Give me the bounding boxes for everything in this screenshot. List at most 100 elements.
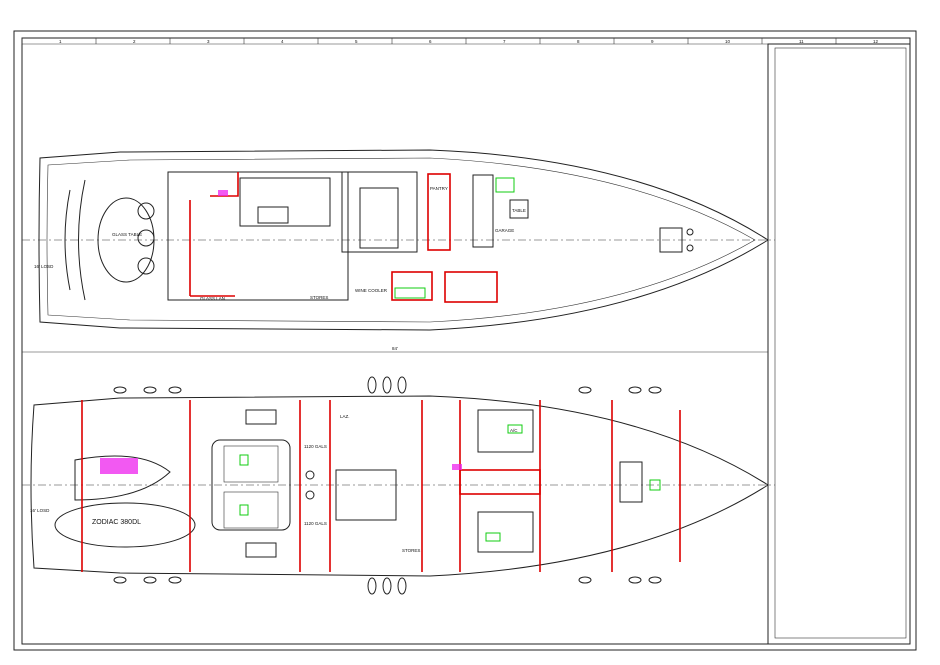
dining-area — [341, 171, 418, 253]
stair-bulkhead — [391, 271, 433, 301]
label: LAZ. — [340, 414, 350, 419]
portlights — [113, 376, 662, 595]
ruler-number: 1 — [59, 39, 62, 44]
portlight — [143, 386, 157, 394]
equipment-box — [649, 479, 661, 491]
equipment-box — [239, 454, 249, 466]
pantry-bulkhead — [427, 173, 451, 251]
hull-window — [382, 577, 392, 595]
ruler-number: 4 — [281, 39, 284, 44]
coffee-table — [257, 206, 289, 224]
ac-unit — [507, 424, 523, 434]
generator — [245, 542, 277, 558]
label: GARAGE — [495, 228, 514, 233]
stbd-engine — [223, 491, 279, 529]
label: TABLE — [512, 208, 526, 213]
dining-table — [359, 187, 399, 249]
ruler-number: 8 — [577, 39, 580, 44]
label: STORES — [402, 548, 420, 553]
overall-length-dimension: 84' — [392, 346, 398, 351]
label: A/C — [510, 428, 518, 433]
master-bed — [335, 469, 397, 521]
upper-hull-inner — [46, 157, 756, 323]
portlight — [168, 576, 182, 584]
lower-deck-plan: ZODIAC 380DL 16' LOSD 1120 GALS 1120 GAL… — [22, 395, 775, 577]
equipment-box — [394, 287, 426, 299]
upper-deck-plan: GLASS TABLE 16' LOSD WINE COOLER STORES … — [22, 149, 775, 331]
ruler-number: 7 — [503, 39, 506, 44]
chair-icon — [137, 202, 155, 220]
portlight — [113, 386, 127, 394]
label: 16' LOSD — [34, 264, 54, 269]
bow-hatch — [659, 227, 683, 253]
ruler-number: 6 — [429, 39, 432, 44]
ruler-number: 9 — [651, 39, 654, 44]
portlight — [113, 576, 127, 584]
fuel-tank-fill — [305, 490, 315, 500]
windlass-icon — [686, 228, 694, 236]
hull-window — [397, 376, 407, 394]
hull-window — [382, 376, 392, 394]
label: 16' LOSD — [30, 508, 50, 513]
portlight — [648, 386, 662, 394]
port-engine — [223, 445, 279, 483]
portlight — [143, 576, 157, 584]
fuel-tank-fill — [305, 470, 315, 480]
title-block — [767, 43, 911, 645]
ac-unit — [485, 532, 501, 542]
galley-counter — [472, 174, 494, 248]
generator — [245, 409, 277, 425]
label: WINE COOLER — [355, 288, 388, 293]
ruler-number: 10 — [725, 39, 731, 44]
outer-frame — [13, 30, 917, 651]
bulkheads — [81, 400, 681, 572]
label: GLASS LAN. — [200, 296, 226, 301]
helm-table — [509, 199, 529, 219]
label: 1120 GALS — [304, 444, 327, 449]
salon-outline — [167, 171, 349, 301]
electrical-panel — [218, 190, 228, 196]
portlight — [578, 576, 592, 584]
crew-table — [619, 461, 643, 503]
label: 1120 GALS — [304, 521, 327, 526]
label: PANTRY — [430, 186, 448, 191]
inner-frame — [21, 37, 911, 645]
chair-icon — [137, 257, 155, 275]
title-block-inner — [774, 47, 907, 639]
guest-bed — [477, 409, 534, 453]
salon-bulkhead — [189, 172, 239, 297]
label: ZODIAC 380DL — [92, 519, 141, 526]
equipment-box — [495, 177, 515, 193]
windlass-icon — [686, 244, 694, 252]
ruler-number: 3 — [207, 39, 210, 44]
sofa — [239, 177, 331, 227]
lower-hull-outline — [30, 395, 769, 577]
portlight — [648, 576, 662, 584]
chair-icon — [137, 229, 155, 247]
portlight — [578, 386, 592, 394]
ruler-number: 11 — [799, 39, 804, 44]
upper-hull-outline — [38, 149, 769, 331]
electrical-panel — [452, 464, 462, 470]
engine-room — [211, 439, 291, 531]
tender-icon — [54, 502, 196, 548]
portlight — [628, 386, 642, 394]
ruler-number: 5 — [355, 39, 358, 44]
aft-settee — [64, 179, 86, 301]
hull-window — [367, 577, 377, 595]
corridor — [459, 469, 541, 495]
portlight — [168, 386, 182, 394]
equipment-box — [239, 504, 249, 516]
label: STORES — [310, 295, 328, 300]
label: GLASS TABLE — [112, 232, 142, 237]
ruler-number: 12 — [873, 39, 879, 44]
hull-window — [367, 376, 377, 394]
jetski-icon — [74, 455, 171, 501]
head-bulkhead — [444, 271, 498, 303]
portlight — [628, 576, 642, 584]
electrical-panel — [100, 458, 138, 474]
ruler-number: 2 — [133, 39, 136, 44]
guest-bed — [477, 511, 534, 553]
